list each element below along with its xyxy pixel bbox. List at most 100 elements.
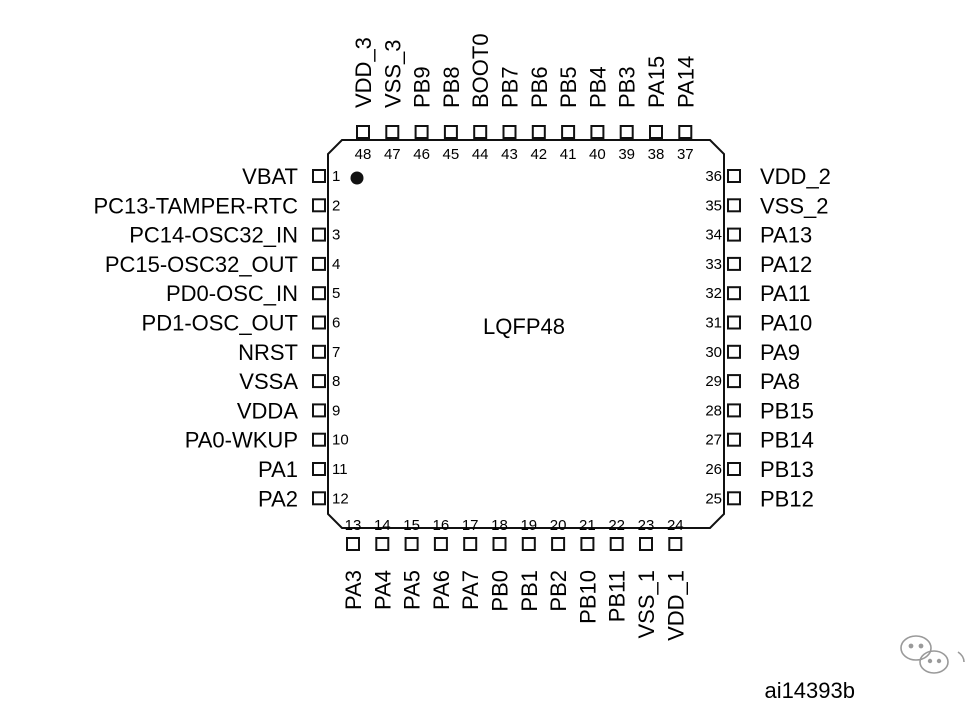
pin-label: VDD_1 [663,570,688,641]
pin-number: 34 [705,227,722,244]
pin-pad [639,537,653,551]
pin-pad [463,537,478,551]
pin-pad [312,344,326,359]
pin-number: 3 [332,227,340,244]
pin-number: 29 [705,373,722,390]
pin-label: VSS_2 [760,193,829,218]
pin-number: 9 [332,402,340,419]
pin-pad [727,256,741,271]
pin-number: 23 [638,517,655,534]
pin-pad [727,227,741,242]
pin-number: 5 [332,285,340,302]
pin-pad [356,125,370,139]
pin-pad [443,125,458,139]
pin-label: PB7 [498,66,523,108]
pin-number: 10 [332,432,349,449]
pin-pad [385,125,400,139]
chip-body [327,139,725,529]
pin-label: PB5 [556,66,581,108]
pin-label: PA4 [370,570,395,610]
pin-label: BOOT0 [468,33,493,108]
pin-pad [492,537,507,551]
pin-pad [346,537,360,551]
pin-number: 24 [667,517,684,534]
bottom-pin-row: 13PA314PA415PA516PA617PA718PB019PB120PB2… [341,517,688,641]
pin-27: 27 PB14 [705,428,814,453]
pin-number: 8 [332,373,340,390]
pin-number: 6 [332,315,340,332]
pin-pad [312,169,326,183]
pin-label: PA0-WKUP [185,428,298,453]
pin-41: 41 PB5 [556,66,581,163]
pin-number: 7 [332,344,340,361]
pin-9: 9 VDDA [237,398,340,423]
pin-number: 1 [332,168,340,185]
pin-number: 17 [462,517,479,534]
pin1-dot [350,171,364,185]
pin-number: 26 [705,461,722,478]
pin-number: 42 [530,146,547,163]
pin-pad [551,537,566,551]
pin-pad [312,286,326,301]
pin-pad [473,125,488,139]
package-label: LQFP48 [483,314,565,339]
pin-number: 32 [705,285,722,302]
pin-number: 25 [705,490,722,507]
pin-number: 4 [332,256,340,273]
pin-label: PB13 [760,457,814,482]
pin-number: 14 [374,517,391,534]
pin-pad [521,537,536,551]
pin-number: 11 [332,461,348,478]
pin-label: PA5 [400,570,425,610]
pin-number: 21 [579,517,596,534]
pin-label: PB10 [575,570,600,624]
pin-label: PA9 [760,340,800,365]
pin-label: VSS_3 [380,40,405,109]
pin-label: PC14-OSC32_IN [129,223,298,248]
pin-label: VBAT [242,164,298,189]
pin-label: PA6 [429,570,454,610]
pin-number: 39 [618,146,635,163]
pin-pad [727,403,741,418]
pin-pad [727,286,741,301]
pin-label: PB8 [439,66,464,108]
pin-pad [561,125,576,139]
pin-label: PD1-OSC_OUT [142,311,298,336]
pin-number: 48 [355,146,372,163]
pin-number: 44 [472,146,489,163]
pin-label: PB9 [410,66,435,108]
pin-number: 27 [705,432,722,449]
pin-label: PC15-OSC32_OUT [105,252,298,277]
pin-label: PB14 [760,428,814,453]
pin-number: 41 [560,146,577,163]
pin-label: PA13 [760,223,812,248]
pin-label: VDDA [237,398,298,423]
pin-pad [312,462,326,476]
pin-label: PA14 [673,56,698,108]
pin-pad [502,125,517,139]
pin-pad [531,125,546,139]
pin-number: 33 [705,256,722,273]
